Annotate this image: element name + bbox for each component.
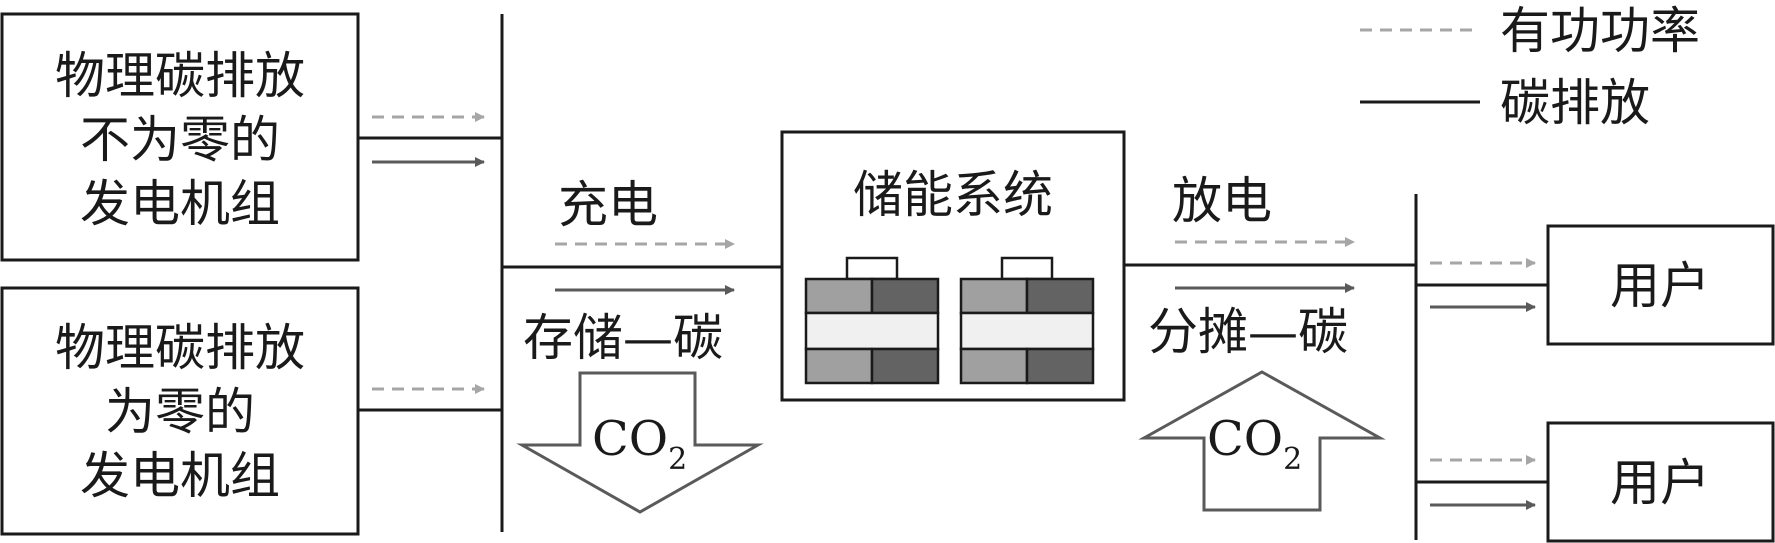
- legend: 有功功率 碳排放: [1360, 2, 1700, 132]
- legend-carbon-label: 碳排放: [1500, 74, 1650, 132]
- generator-zero-line-3: 发电机组: [80, 447, 280, 505]
- user-1-box: [1546, 224, 1775, 346]
- storage-system: 储能系统: [780, 130, 1126, 402]
- generator-zero-carbon: 物理碳排放 为零的 发电机组: [0, 286, 360, 536]
- generator-nonzero-line-2: 不为零的: [80, 111, 280, 169]
- generator-nonzero-box: [0, 12, 360, 262]
- user-2-label: 用户: [1610, 454, 1710, 512]
- generator-nonzero-carbon: 物理碳排放 不为零的 发电机组: [0, 12, 360, 262]
- co2-allocated-label: CO2: [1207, 411, 1302, 477]
- legend-power-label: 有功功率: [1500, 2, 1700, 60]
- co2-stored-label: CO2: [592, 411, 687, 477]
- generator-zero-box: [0, 286, 360, 536]
- storage-title: 储能系统: [853, 166, 1053, 224]
- generator-zero-line-2: 为零的: [105, 383, 255, 441]
- discharge-label: 放电: [1172, 172, 1272, 230]
- co2-stored-arrow: CO2: [516, 371, 764, 514]
- user-1-label: 用户: [1610, 257, 1710, 315]
- user-1: 用户: [1546, 224, 1775, 346]
- generator-zero-line-1: 物理碳排放: [55, 319, 305, 377]
- user-2: 用户: [1546, 421, 1775, 543]
- charge-label: 充电: [558, 176, 658, 234]
- battery-icon: [804, 256, 940, 385]
- charge-carbon-label: 存储—碳: [523, 309, 723, 367]
- discharge-carbon-label: 分摊—碳: [1148, 303, 1348, 361]
- battery-icon: [959, 256, 1095, 385]
- co2-allocated-arrow: CO2: [1138, 370, 1386, 512]
- generator-nonzero-line-1: 物理碳排放: [55, 47, 305, 105]
- generator-nonzero-line-3: 发电机组: [80, 175, 280, 233]
- user-2-box: [1546, 421, 1775, 543]
